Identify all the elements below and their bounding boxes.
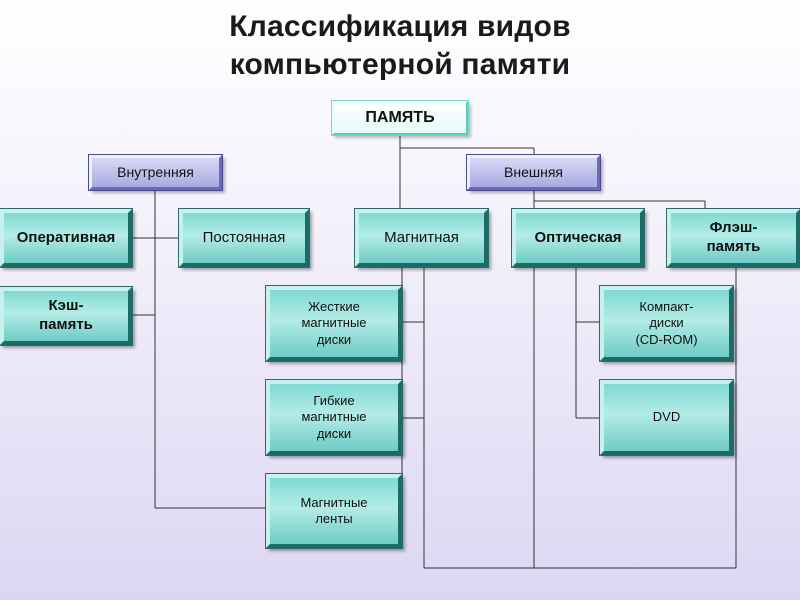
node-magnetic-label: Магнитная	[384, 228, 459, 246]
node-optical-label: Оптическая	[534, 228, 622, 246]
diagram-title: Классификация видов компьютерной памяти	[0, 8, 800, 84]
node-tape-label: Магнитные ленты	[300, 494, 368, 526]
node-rom: Постоянная	[178, 208, 310, 268]
node-cd-label: Компакт- диски (CD-ROM)	[635, 299, 698, 347]
node-cd: Компакт- диски (CD-ROM)	[599, 285, 734, 362]
node-cache-label: Кэш- память	[39, 297, 93, 333]
node-magnetic: Магнитная	[354, 208, 489, 268]
node-dvd-label: DVD	[652, 409, 681, 425]
node-ram: Оперативная	[0, 208, 133, 268]
node-internal: Внутренняя	[88, 154, 223, 191]
title-line-2: компьютерной памяти	[229, 48, 571, 81]
node-memory-root: ПАМЯТЬ	[331, 100, 469, 136]
node-cache: Кэш- память	[0, 286, 133, 346]
node-flash: Флэш- память	[666, 208, 800, 268]
node-dvd: DVD	[599, 379, 734, 456]
node-external-label: Внешняя	[504, 163, 563, 180]
node-tape: Магнитные ленты	[265, 473, 403, 549]
node-optical: Оптическая	[511, 208, 645, 268]
title-line-1: Классификация видов	[229, 10, 571, 43]
node-memory-root-label: ПАМЯТЬ	[365, 109, 435, 126]
node-ram-label: Оперативная	[16, 228, 116, 246]
node-external: Внешняя	[466, 154, 601, 191]
node-hdd-label: Жесткие магнитные диски	[301, 299, 367, 347]
node-flash-label: Флэш- память	[706, 219, 761, 255]
node-internal-label: Внутренняя	[117, 163, 194, 180]
node-floppy-label: Гибкие магнитные диски	[301, 393, 367, 441]
node-floppy: Гибкие магнитные диски	[265, 379, 403, 456]
node-hdd: Жесткие магнитные диски	[265, 285, 403, 362]
node-rom-label: Постоянная	[202, 228, 286, 246]
